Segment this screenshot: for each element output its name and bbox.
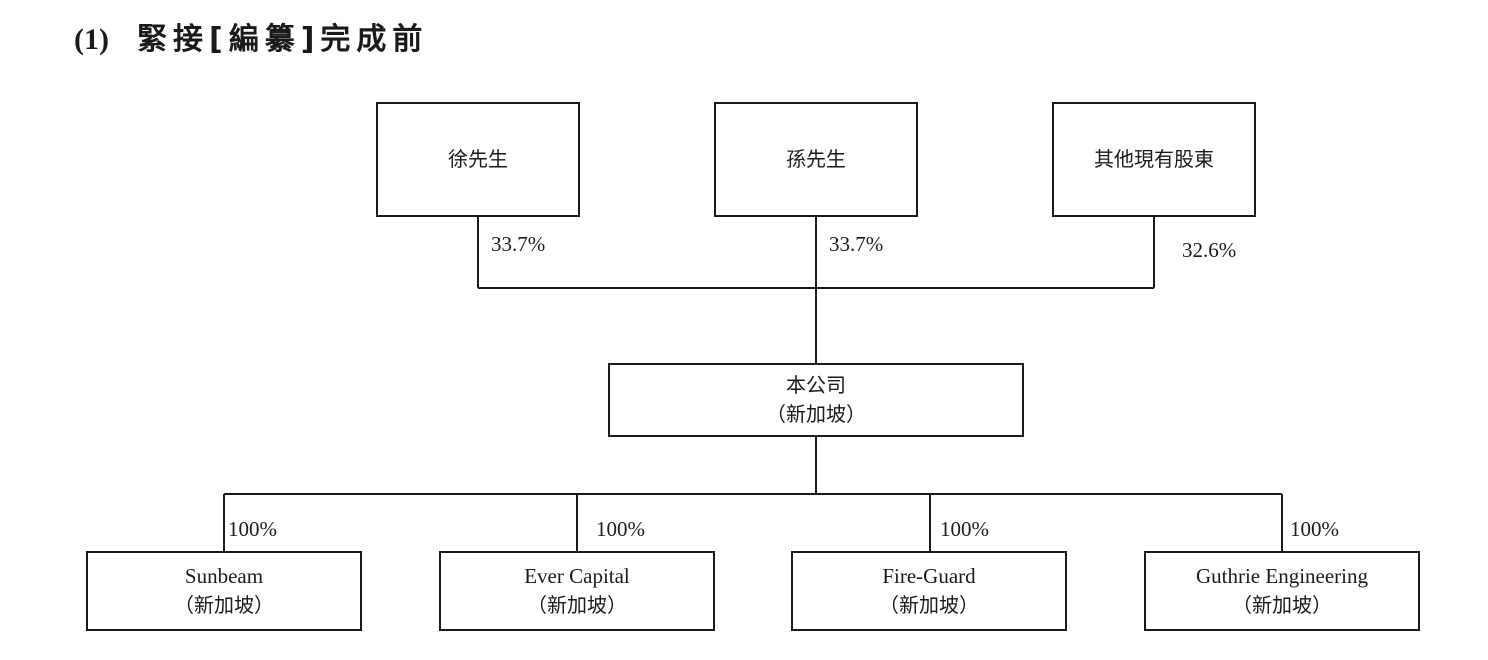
company-location: （新加坡） <box>766 402 866 426</box>
shareholder-box-xu: 徐先生 <box>376 102 580 217</box>
subsidiary-location: （新加坡） <box>174 593 274 617</box>
shareholder-name: 孫先生 <box>786 147 846 171</box>
subsidiary-name: Guthrie Engineering <box>1195 564 1369 588</box>
shareholding-percent: 33.7% <box>829 232 884 256</box>
shareholder-box-others: 其他現有股東 <box>1052 102 1256 217</box>
shareholding-percent: 32.6% <box>1182 238 1237 262</box>
subsidiary-box-guthrie-engineering: Guthrie Engineering （新加坡） <box>1144 551 1420 631</box>
section-title: 緊接[編纂]完成前 <box>136 22 429 57</box>
subsidiary-name: Sunbeam <box>184 564 264 588</box>
shareholder-box-sun: 孫先生 <box>714 102 918 217</box>
subsidiary-box-ever-capital: Ever Capital （新加坡） <box>439 551 715 631</box>
shareholding-percent: 33.7% <box>491 232 546 256</box>
subsidiary-location: （新加坡） <box>879 593 979 617</box>
ownership-percent: 100% <box>596 517 645 541</box>
ownership-percent: 100% <box>228 517 277 541</box>
subsidiary-name: Ever Capital <box>524 564 630 588</box>
subsidiary-box-fire-guard: Fire-Guard （新加坡） <box>791 551 1067 631</box>
subsidiary-box-sunbeam: Sunbeam （新加坡） <box>86 551 362 631</box>
ownership-percent: 100% <box>1290 517 1339 541</box>
subsidiary-location: （新加坡） <box>527 593 627 617</box>
company-name: 本公司 <box>786 373 846 397</box>
page-title: (1) 緊接[編纂]完成前 <box>74 14 428 58</box>
subsidiary-location: （新加坡） <box>1232 593 1332 617</box>
shareholder-name: 徐先生 <box>448 147 508 171</box>
ownership-percent: 100% <box>940 517 989 541</box>
shareholder-name: 其他現有股東 <box>1094 147 1214 171</box>
section-number: (1) <box>74 23 109 56</box>
company-box: 本公司 （新加坡） <box>608 363 1024 437</box>
subsidiary-name: Fire-Guard <box>882 564 976 588</box>
